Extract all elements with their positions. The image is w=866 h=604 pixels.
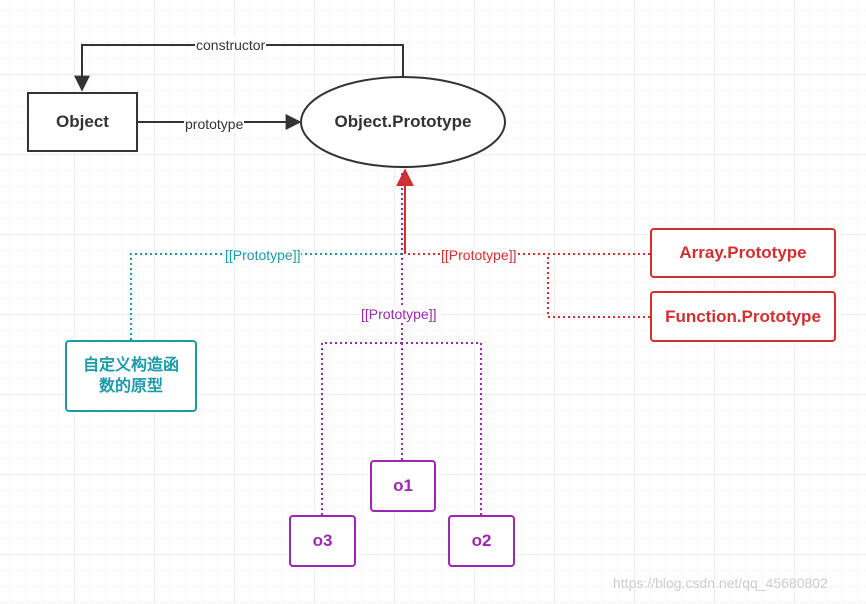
custom-prototype-edge bbox=[130, 253, 403, 340]
custom-proto-label: [[Prototype]] bbox=[224, 247, 302, 263]
instances-proto-label: [[Prototype]] bbox=[360, 306, 438, 322]
array-prototype-node: Array.Prototype bbox=[650, 228, 836, 278]
object-prototype-ellipse bbox=[300, 76, 506, 168]
builtin-proto-label: [[Prototype]] bbox=[440, 247, 518, 263]
object-node: Object bbox=[27, 92, 138, 152]
custom-prototype-node: 自定义构造函数的原型 bbox=[65, 340, 197, 412]
function-prototype-edge bbox=[547, 254, 650, 318]
watermark-text: https://blog.csdn.net/qq_45680802 bbox=[613, 575, 828, 591]
prototype-label: prototype bbox=[184, 116, 245, 132]
o1-node: o1 bbox=[370, 460, 436, 512]
o3-edge bbox=[321, 342, 402, 515]
constructor-label: constructor bbox=[195, 37, 267, 53]
o2-edge bbox=[402, 342, 482, 515]
o3-node: o3 bbox=[289, 515, 356, 567]
o2-node: o2 bbox=[448, 515, 515, 567]
function-prototype-node: Function.Prototype bbox=[650, 291, 836, 342]
object-prototype-node: Object.Prototype bbox=[334, 112, 472, 131]
